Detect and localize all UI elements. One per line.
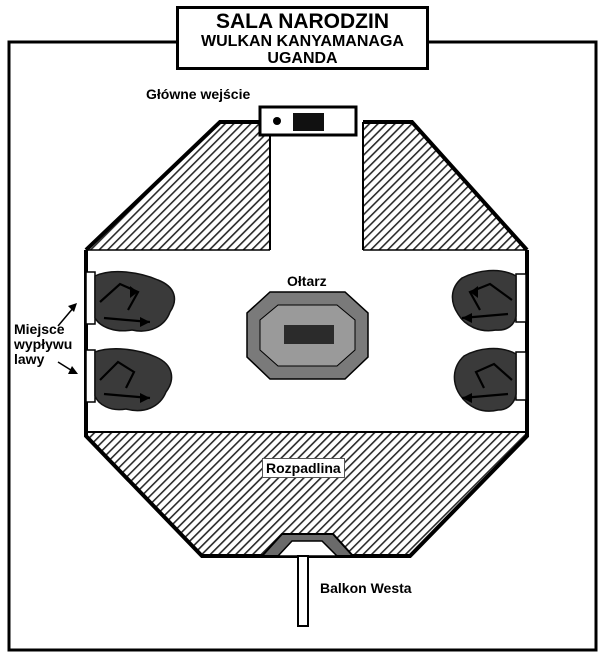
entrance-door [293,113,324,131]
title-line-3: UGANDA [267,50,338,67]
lava-left-upper [94,270,176,332]
altar-core [284,325,334,344]
lava-vent-label: Miejsce wypływu lawy [14,322,72,367]
upper-left-wall [86,122,270,250]
balcony-label: Balkon Westa [320,580,412,596]
entrance-label: Główne wejście [146,86,251,102]
lava-arrowheads [130,286,478,403]
altar-label: Ołtarz [287,273,327,289]
title-line-2: WULKAN KANYAMANAGA [201,33,404,50]
lava-vent-label-line-1: Miejsce [14,321,65,337]
vent-slot-left-upper [85,271,96,325]
hall-outline-top-right [363,120,529,252]
upper-right-wall [363,122,527,250]
map-title: SALA NARODZIN WULKAN KANYAMANAGA UGANDA [176,6,429,70]
vent-label-arrowheads [68,303,78,374]
lava-vent-label-line-3: lawy [14,351,45,367]
lava-flow-arrows [99,282,513,400]
vent-slot-right-lower [515,351,527,401]
crevasse-label: Rozpadlina [262,458,345,478]
title-line-1: SALA NARODZIN [215,10,390,33]
entrance-dot [273,117,281,125]
lava-vent-label-line-2: wypływu [14,336,73,352]
balcony-walkway [297,555,309,627]
vent-slot-right-upper [515,273,527,323]
balcony-funnel-inner [276,540,339,557]
hall-outline-top [84,120,270,252]
vent-slot-left-lower [85,349,96,403]
